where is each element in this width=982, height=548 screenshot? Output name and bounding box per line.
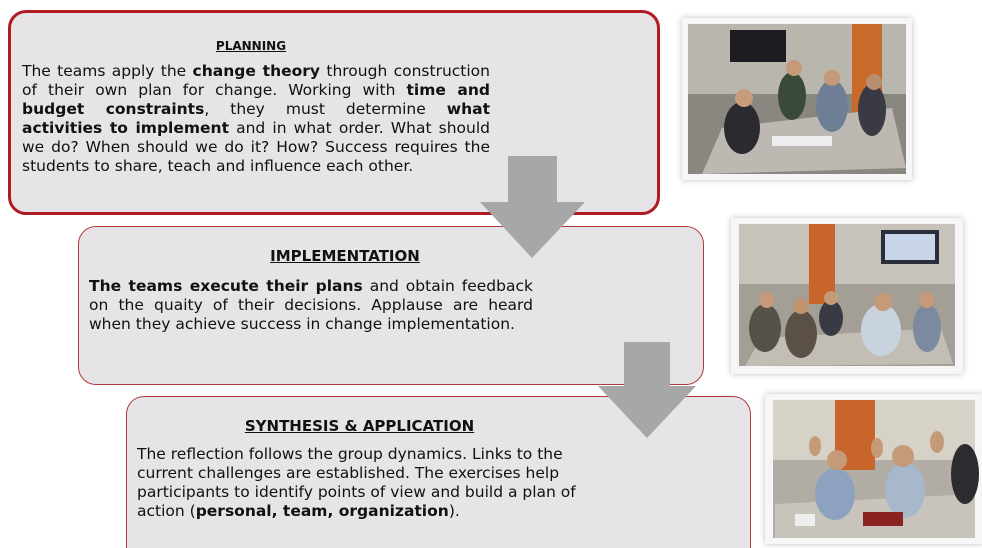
- body-text: ).: [448, 502, 460, 521]
- planning-text: The teams apply the change theory throug…: [22, 62, 490, 176]
- emphasis-text: change theory: [192, 62, 321, 80]
- implementation-title: IMPLEMENTATION: [270, 247, 420, 265]
- implementation-text: The teams execute their plans and obtain…: [89, 277, 533, 334]
- down-arrow-icon: [480, 156, 585, 258]
- body-text: The teams apply the: [22, 62, 193, 80]
- synthesis-photo: [765, 394, 982, 544]
- planning-photo: [682, 18, 912, 180]
- synthesis-text: The reflection follows the group dynamic…: [137, 445, 582, 521]
- implementation-box: IMPLEMENTATION The teams execute their p…: [78, 226, 704, 385]
- body-text: and in what order. What should we do? Wh…: [22, 119, 490, 176]
- down-arrow-icon: [598, 342, 696, 438]
- emphasis-text: personal, team, organization: [195, 502, 449, 521]
- body-text: through construction of their own plan f…: [22, 62, 490, 100]
- body-text: , they must determine: [204, 100, 447, 119]
- planning-title: PLANNING: [215, 39, 287, 53]
- body-text: The reflection follows the group dynamic…: [137, 445, 576, 521]
- emphasis-text: what activities to implement: [22, 100, 490, 138]
- planning-box: PLANNING The teams apply the change theo…: [8, 10, 660, 215]
- emphasis-text: time and budget constraints: [22, 81, 491, 119]
- body-text: and obtain feedback on the quaity of the…: [89, 277, 533, 334]
- emphasis-text: The teams execute their plans: [89, 277, 363, 295]
- synthesis-title: SYNTHESIS & APPLICATION: [244, 417, 475, 435]
- implementation-photo: [731, 218, 963, 374]
